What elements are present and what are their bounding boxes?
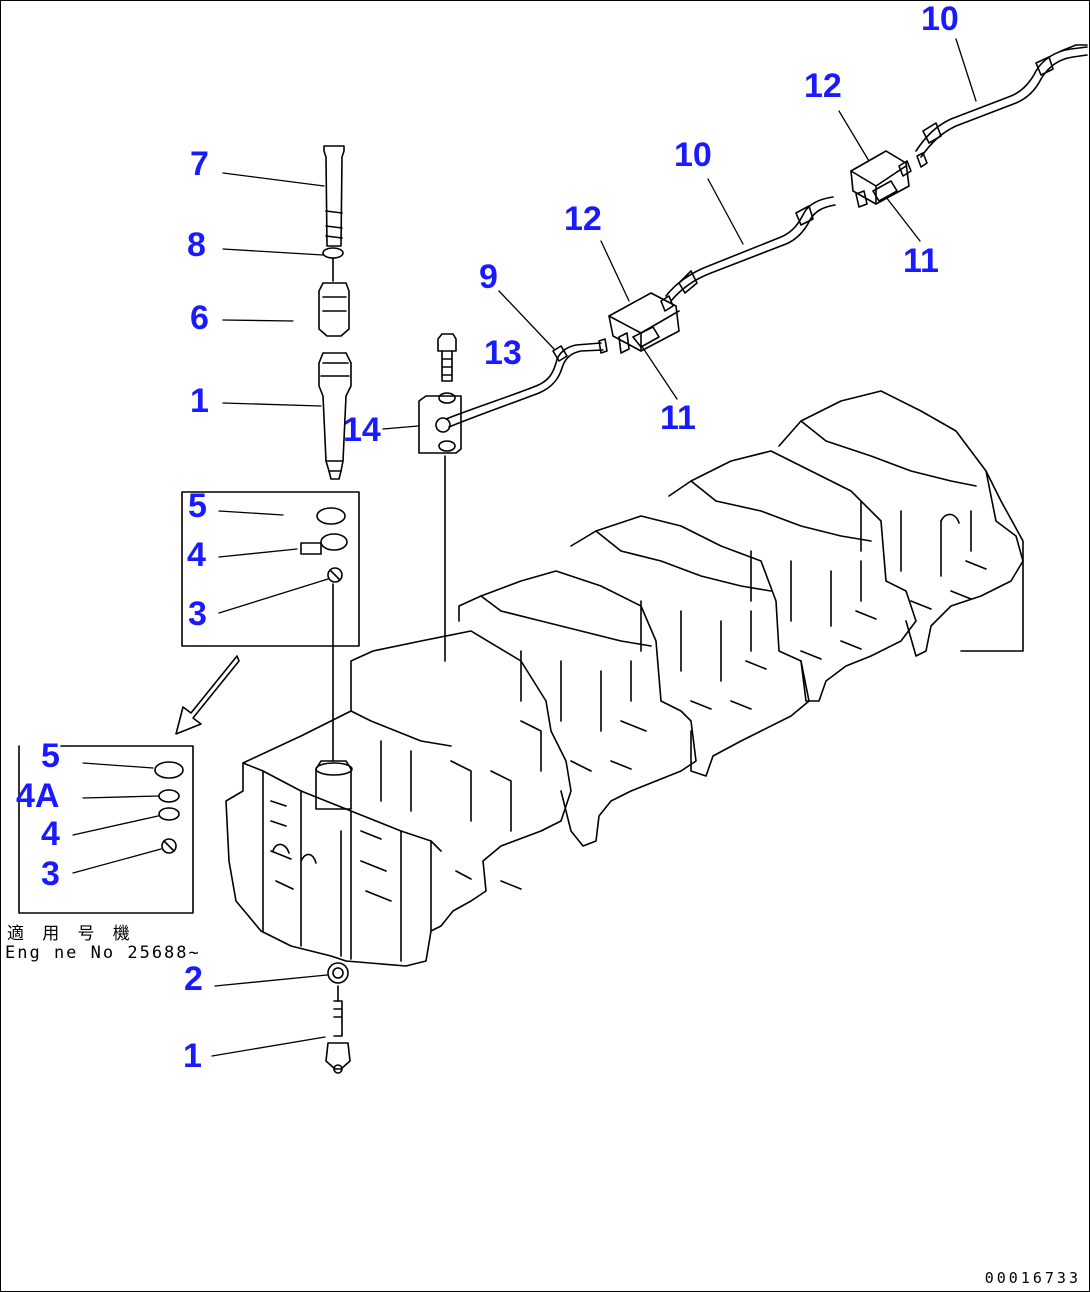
callout-12-left: 12 — [564, 200, 602, 238]
cylinder-head-block — [225, 390, 1024, 967]
callout-1-upper: 1 — [190, 382, 209, 420]
callout-4a: 4A — [16, 777, 60, 815]
callout-5-lower: 5 — [41, 737, 60, 775]
callout-11-left: 11 — [660, 399, 696, 437]
callout-7: 7 — [190, 145, 209, 183]
callout-6: 6 — [190, 299, 209, 337]
callout-3-lower: 3 — [41, 855, 60, 893]
callout-9: 9 — [479, 258, 498, 296]
drawing-number: 00016733 — [984, 1269, 1081, 1287]
callout-4-upper: 4 — [187, 536, 206, 574]
callout-10-middle: 10 — [674, 136, 712, 174]
callout-14: 14 — [343, 411, 381, 449]
callout-11-right: 11 — [903, 242, 939, 280]
callout-8: 8 — [187, 226, 206, 264]
callout-4-lower: 4 — [41, 815, 60, 853]
nozzle-holder-assembly — [18, 145, 360, 1074]
leader-lines — [72, 38, 977, 1057]
engine-number-range: Eng ne No 25688~ — [5, 943, 201, 963]
callout-2: 2 — [184, 960, 203, 998]
applicable-serial-label: 適 用 号 機 — [7, 924, 134, 944]
callout-5-upper: 5 — [188, 487, 207, 525]
callout-1-lower: 1 — [183, 1037, 202, 1075]
callout-12-right: 12 — [804, 67, 842, 105]
callout-3-upper: 3 — [188, 595, 207, 633]
callout-13: 13 — [484, 334, 522, 372]
leak-off-piping — [418, 44, 1088, 662]
callout-10-top: 10 — [921, 0, 959, 38]
